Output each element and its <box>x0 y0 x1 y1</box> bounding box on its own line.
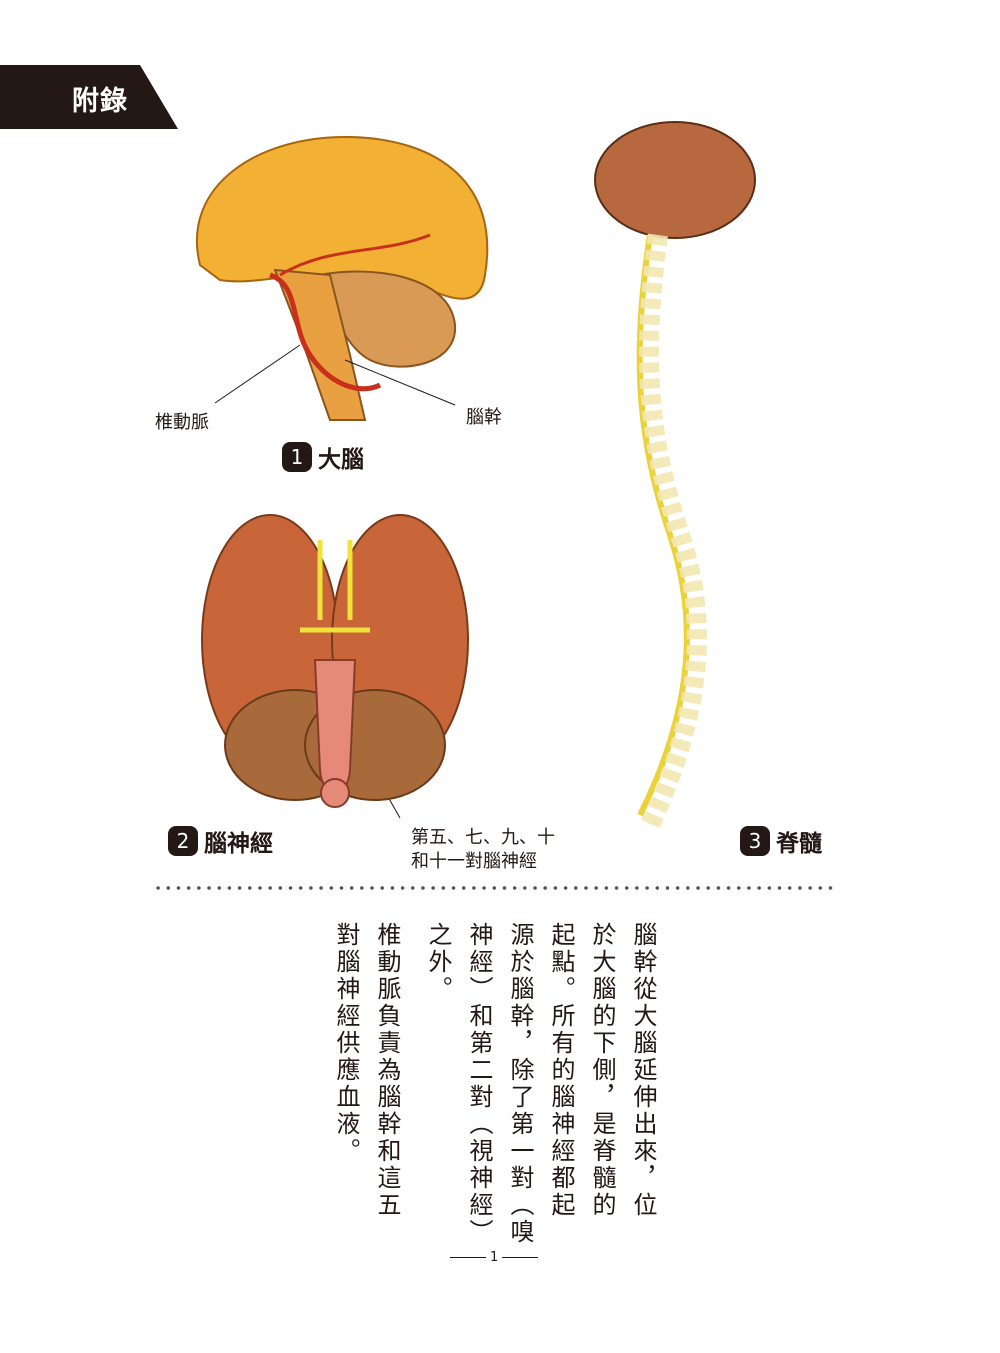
label-line: 第五、七、九、十 <box>411 827 555 848</box>
figure-number: 1 <box>282 442 312 472</box>
label-line: 和十一對腦神經 <box>411 851 537 872</box>
text-column: 於大腦的下側，是脊髓的 <box>588 922 616 1219</box>
text-column: 對腦神經供應血液。 <box>332 922 360 1165</box>
spinal-cord-illustration <box>594 121 756 830</box>
appendix-label: 附錄 <box>72 86 128 117</box>
brain-sagittal-illustration <box>195 135 489 421</box>
label-vertebral-artery: 椎動脈 <box>155 412 209 433</box>
text-column: 起點。所有的腦神經都起 <box>547 922 575 1219</box>
brain-ventral-illustration <box>201 514 469 808</box>
figure-number: 2 <box>168 826 198 856</box>
dotted-divider <box>153 886 838 890</box>
text-column: 源於腦幹，除了第一對（嗅 <box>506 922 534 1246</box>
page-number: 1 <box>450 1250 539 1265</box>
figure-title: 大腦 <box>318 447 364 473</box>
label-cranial-nerves: 第五、七、九、十和十一對腦神經 <box>411 826 555 874</box>
figure-title: 脊髓 <box>776 831 822 857</box>
text-column: 神經）和第二對（視神經） <box>465 922 493 1246</box>
figure-number: 3 <box>740 826 770 856</box>
page-number-text: 1 <box>490 1250 499 1265</box>
text-column: 腦幹從大腦延伸出來，位 <box>629 922 657 1219</box>
label-brainstem: 腦幹 <box>466 407 502 428</box>
figure-title: 腦神經 <box>204 831 273 857</box>
text-column: 椎動脈負責為腦幹和這五 <box>373 922 401 1219</box>
text-column: 之外。 <box>424 922 452 1003</box>
